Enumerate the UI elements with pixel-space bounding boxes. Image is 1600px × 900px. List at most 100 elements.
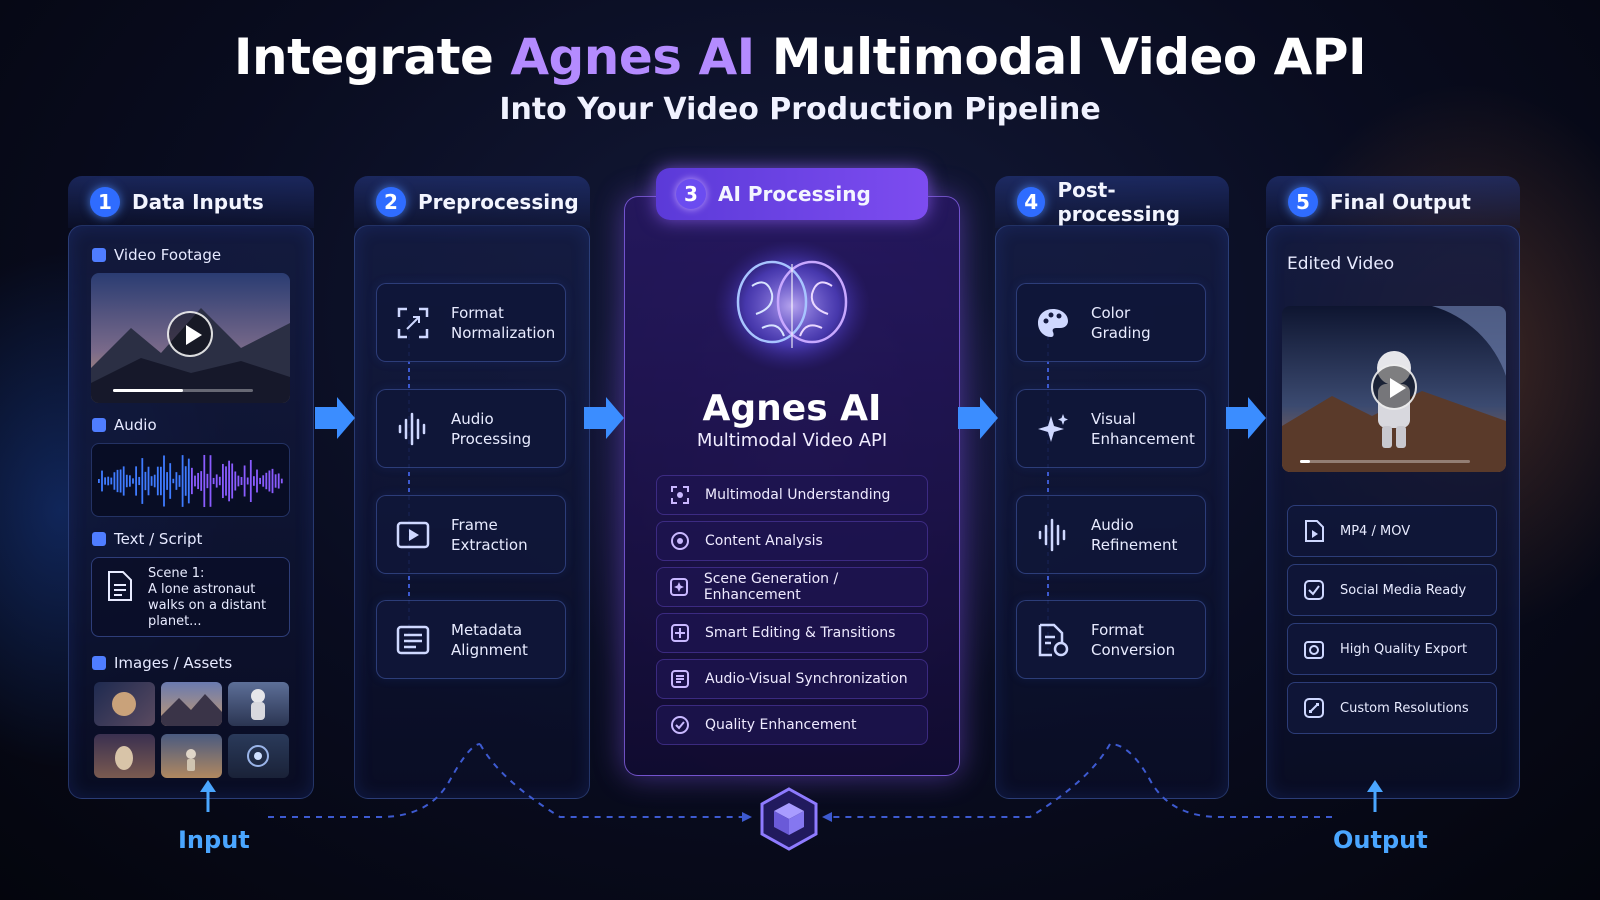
waveform-bar bbox=[116, 469, 119, 493]
palette-icon bbox=[1029, 306, 1077, 340]
waveform-bar bbox=[237, 475, 240, 487]
column-header-data-inputs: 1 Data Inputs bbox=[68, 176, 314, 228]
play-button-icon[interactable] bbox=[1371, 364, 1417, 410]
title-suffix: Multimodal Video API bbox=[754, 28, 1367, 86]
play-button-icon[interactable] bbox=[167, 311, 213, 357]
column-title: Data Inputs bbox=[132, 190, 264, 214]
page-subtitle: Into Your Video Production Pipeline bbox=[499, 92, 1101, 127]
connector-line-preprocessing bbox=[408, 320, 410, 650]
asset-thumbnail-mountain[interactable] bbox=[161, 682, 222, 726]
waveform-bar bbox=[200, 471, 203, 491]
output-row-label: High Quality Export bbox=[1340, 641, 1468, 657]
card-label: Format Conversion bbox=[1091, 620, 1176, 659]
section-images-assets: Images / Assets bbox=[92, 654, 232, 672]
ai-row-quality-enhancement[interactable]: Quality Enhancement bbox=[656, 705, 928, 745]
column-header-preprocessing: 2 Preprocessing bbox=[354, 176, 590, 228]
ai-row-multimodal-understanding[interactable]: Multimodal Understanding bbox=[656, 475, 928, 515]
audio-wave-icon bbox=[1029, 518, 1077, 552]
step-number: 5 bbox=[1288, 187, 1318, 217]
waveform-bar bbox=[197, 472, 199, 490]
sync-icon bbox=[669, 669, 691, 689]
waveform-bar bbox=[243, 465, 246, 497]
file-convert-icon bbox=[1029, 623, 1077, 657]
card-label: Metadata Alignment bbox=[451, 620, 528, 659]
video-icon bbox=[92, 248, 106, 262]
step-number: 1 bbox=[90, 187, 120, 217]
ai-row-label: Multimodal Understanding bbox=[705, 487, 891, 503]
script-box: Scene 1: A lone astronaut walks on a dis… bbox=[91, 557, 290, 637]
waveform-bar bbox=[246, 477, 249, 485]
ai-row-smart-editing[interactable]: Smart Editing & Transitions bbox=[656, 613, 928, 653]
waveform-bar bbox=[262, 475, 265, 487]
card-metadata-alignment[interactable]: Metadata Alignment bbox=[376, 600, 566, 679]
waveform-bar bbox=[249, 459, 252, 503]
page-title: Integrate Agnes AI Multimodal Video API bbox=[0, 28, 1600, 86]
output-row-high-quality-export[interactable]: High Quality Export bbox=[1287, 623, 1497, 675]
waveform-bar bbox=[218, 476, 221, 486]
waveform-bar bbox=[166, 472, 168, 490]
quality-icon bbox=[669, 715, 691, 735]
metadata-list-icon bbox=[389, 623, 437, 657]
column-title: Final Output bbox=[1330, 190, 1471, 214]
waveform-bar bbox=[231, 463, 234, 499]
output-label: Output bbox=[1333, 826, 1428, 854]
waveform-bar bbox=[141, 458, 144, 504]
video-scrubber[interactable] bbox=[113, 389, 253, 392]
step-number: 2 bbox=[376, 187, 406, 217]
card-audio-refinement[interactable]: Audio Refinement bbox=[1016, 495, 1206, 574]
asset-thumbnail-egg[interactable] bbox=[94, 734, 155, 778]
card-format-conversion[interactable]: Format Conversion bbox=[1016, 600, 1206, 679]
card-frame-extraction[interactable]: Frame Extraction bbox=[376, 495, 566, 574]
asset-thumbnail-spaceship[interactable] bbox=[228, 734, 289, 778]
waveform-bar bbox=[163, 455, 165, 507]
waveform-bar bbox=[184, 466, 187, 496]
waveform-bar bbox=[212, 477, 215, 485]
output-row-mp4-mov[interactable]: MP4 / MOV bbox=[1287, 505, 1497, 557]
waveform-bar bbox=[156, 466, 159, 496]
asset-thumbnail-astronaut[interactable] bbox=[228, 682, 289, 726]
ai-row-audio-visual-sync[interactable]: Audio-Visual Synchronization bbox=[656, 659, 928, 699]
waveform-bar bbox=[113, 472, 116, 490]
card-color-grading[interactable]: Color Grading bbox=[1016, 283, 1206, 362]
audio-icon bbox=[92, 418, 106, 432]
output-row-social-media[interactable]: Social Media Ready bbox=[1287, 564, 1497, 616]
flow-arrow-right-2 bbox=[584, 397, 624, 439]
waveform-bar bbox=[268, 470, 271, 492]
frame-play-icon bbox=[389, 518, 437, 552]
section-label: Video Footage bbox=[114, 246, 222, 264]
card-label: Format Normalization bbox=[451, 303, 556, 342]
waveform-bar bbox=[178, 475, 181, 487]
analysis-icon bbox=[669, 531, 691, 551]
asset-thumbnail-figure[interactable] bbox=[161, 734, 222, 778]
card-audio-processing[interactable]: Audio Processing bbox=[376, 389, 566, 468]
card-visual-enhancement[interactable]: Visual Enhancement bbox=[1016, 389, 1206, 468]
api-subname: Multimodal Video API bbox=[696, 430, 888, 451]
waveform-bar bbox=[259, 477, 261, 485]
social-check-icon bbox=[1302, 579, 1326, 601]
edited-video-label: Edited Video bbox=[1287, 254, 1395, 274]
output-row-custom-resolutions[interactable]: Custom Resolutions bbox=[1287, 682, 1497, 734]
waveform-bar bbox=[203, 454, 206, 508]
audio-waveform bbox=[91, 443, 290, 517]
asset-thumbnail-planet[interactable] bbox=[94, 682, 155, 726]
section-label: Text / Script bbox=[114, 530, 203, 548]
waveform-bar bbox=[265, 472, 268, 490]
output-row-label: Custom Resolutions bbox=[1340, 700, 1469, 716]
waveform-bar bbox=[277, 473, 280, 489]
ai-row-content-analysis[interactable]: Content Analysis bbox=[656, 521, 928, 561]
waveform-bar bbox=[222, 463, 224, 499]
column-title: Preprocessing bbox=[418, 190, 579, 214]
export-icon bbox=[1302, 638, 1326, 660]
waveform-bar bbox=[228, 460, 230, 502]
edit-icon bbox=[669, 623, 691, 643]
ai-row-scene-generation[interactable]: Scene Generation / Enhancement bbox=[656, 567, 928, 607]
video-scrubber[interactable] bbox=[1300, 460, 1470, 463]
flow-arrow-right-4 bbox=[1226, 397, 1266, 439]
edited-video-thumbnail[interactable] bbox=[1282, 306, 1506, 472]
ai-row-label: Quality Enhancement bbox=[705, 717, 857, 733]
waveform-bar bbox=[110, 477, 113, 485]
card-format-normalization[interactable]: Format Normalization bbox=[376, 283, 566, 362]
video-footage-thumbnail[interactable] bbox=[91, 273, 290, 403]
step-number: 4 bbox=[1017, 187, 1046, 217]
waveform-bar bbox=[129, 475, 131, 487]
